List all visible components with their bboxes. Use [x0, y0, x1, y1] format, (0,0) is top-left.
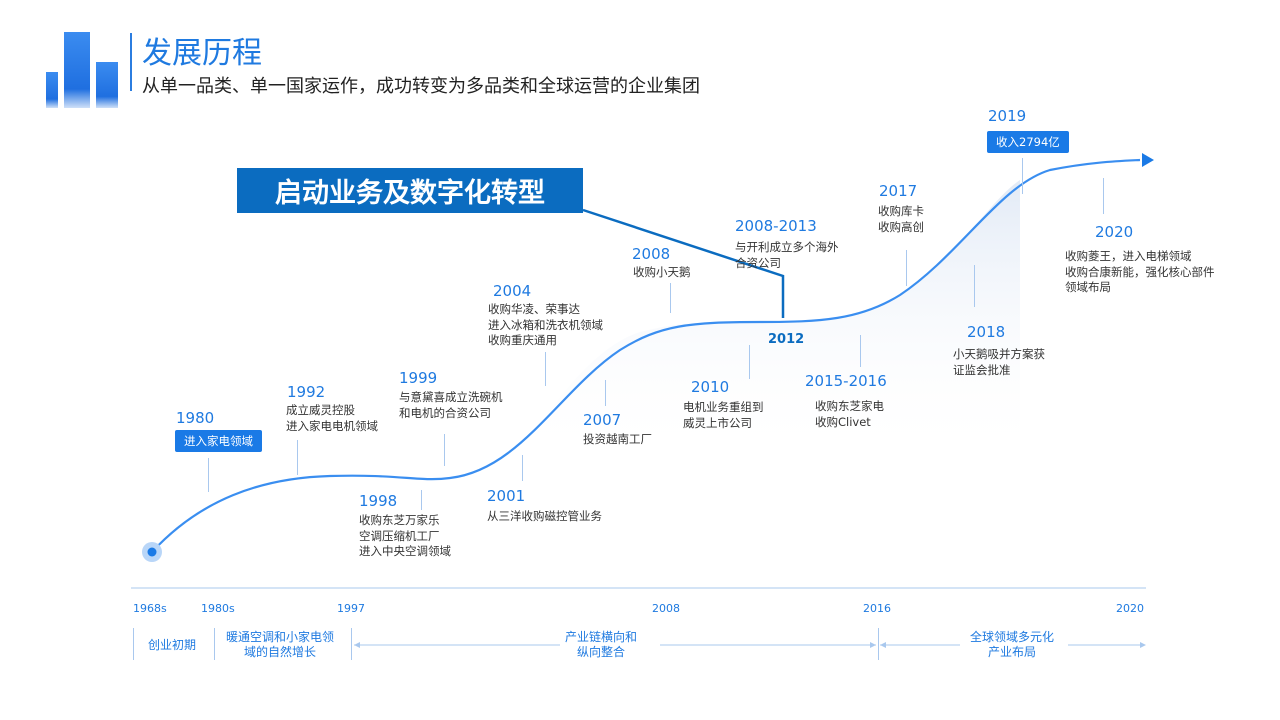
- tick-2008: [670, 283, 671, 313]
- tick-2017: [906, 250, 907, 286]
- event-year: 2001: [487, 487, 526, 505]
- phase-label: 产业链横向和纵向整合: [565, 630, 638, 659]
- event-desc: 小天鹅吸并方案获证监会批准: [953, 347, 1045, 377]
- phase-divider: [214, 628, 215, 660]
- event-badge: 进入家电领域: [175, 430, 262, 452]
- event-year: 2017: [879, 182, 918, 200]
- tick-2004: [545, 352, 546, 386]
- phase-divider: [878, 628, 879, 660]
- axis-label: 2008: [652, 602, 680, 615]
- highlight-year: 2012: [768, 332, 805, 347]
- tick-1999: [444, 434, 445, 466]
- page-subtitle: 从单一品类、单一国家运作，成功转变为多品类和全球运营的企业集团: [142, 76, 700, 97]
- header-divider: [130, 33, 132, 91]
- phase-divider: [133, 628, 134, 660]
- curve-area: [520, 180, 1020, 460]
- event-year: 1998: [359, 492, 398, 510]
- phase-label: 暖通空调和小家电领域的自然增长: [226, 630, 335, 659]
- event-desc: 收购华凌、荣事达进入冰箱和洗衣机领域收购重庆通用: [488, 302, 603, 347]
- phase-divider: [351, 628, 352, 660]
- event-badge: 收入2794亿: [987, 131, 1069, 153]
- axis-label: 2016: [863, 602, 891, 615]
- tick-2007: [605, 380, 606, 406]
- tick-2010: [749, 345, 750, 379]
- event-year: 1999: [399, 369, 438, 387]
- highlight-box: 启动业务及数字化转型: [237, 168, 583, 213]
- event-desc: 收购小天鹅: [633, 265, 691, 279]
- event-year: 2004: [493, 282, 532, 300]
- event-year: 1992: [287, 383, 326, 401]
- event-desc: 收购库卡收购高创: [878, 204, 924, 234]
- phase-label: 全球领域多元化产业布局: [970, 630, 1055, 659]
- event-year: 2008-2013: [735, 217, 817, 235]
- event-year: 2007: [583, 411, 622, 429]
- event-year: 1980: [176, 409, 215, 427]
- logo-buildings-icon: [46, 32, 118, 108]
- event-year: 2019: [988, 107, 1027, 125]
- event-desc: 收购东芝家电收购Clivet: [815, 399, 884, 429]
- axis-label: 2020: [1116, 602, 1144, 615]
- start-dot: [147, 547, 157, 557]
- event-year: 2008: [632, 245, 671, 263]
- axis-label: 1997: [337, 602, 365, 615]
- highlight-connector: [582, 208, 785, 318]
- event-desc: 收购东芝万家乐空调压缩机工厂进入中央空调领域: [359, 513, 451, 558]
- tick-2001: [522, 455, 523, 481]
- tick-2018: [974, 265, 975, 307]
- curve-line: [151, 158, 1141, 553]
- tick-1992: [297, 440, 298, 475]
- tick-1980: [208, 458, 209, 492]
- event-year: 2015-2016: [805, 372, 887, 390]
- tick-2020: [1103, 178, 1104, 214]
- tick-1998: [421, 490, 422, 510]
- event-desc: 与意黛喜成立洗碗机和电机的合资公司: [399, 390, 503, 420]
- event-desc: 与开利成立多个海外合资公司: [735, 240, 839, 270]
- axis-label: 1968s: [133, 602, 167, 615]
- page-title: 发展历程: [142, 36, 262, 71]
- event-desc: 收购菱王，进入电梯领域收购合康新能，强化核心部件领域布局: [1065, 249, 1215, 294]
- event-year: 2020: [1095, 223, 1134, 241]
- axis-label: 1980s: [201, 602, 235, 615]
- phase-label: 创业初期: [148, 638, 197, 652]
- tick-2015: [860, 335, 861, 367]
- event-year: 2018: [967, 323, 1006, 341]
- event-desc: 投资越南工厂: [583, 432, 652, 446]
- event-desc: 电机业务重组到威灵上市公司: [683, 400, 764, 430]
- arrow-head-icon: [1142, 153, 1154, 167]
- tick-2019: [1022, 158, 1023, 194]
- event-year: 2010: [691, 378, 730, 396]
- event-desc: 从三洋收购磁控管业务: [487, 509, 602, 523]
- event-desc: 成立威灵控股进入家电电机领域: [286, 403, 378, 433]
